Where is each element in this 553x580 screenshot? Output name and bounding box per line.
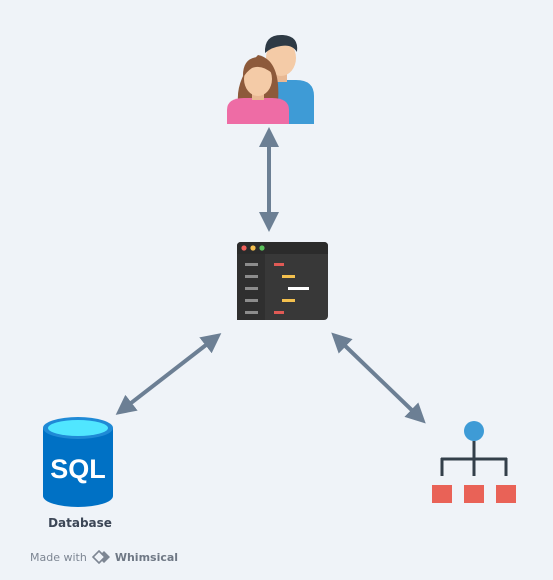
arrow-app-database — [115, 333, 222, 415]
sql-icon-text: SQL — [50, 454, 106, 484]
org-chart-icon — [432, 421, 516, 503]
arrow-app-hierarchy — [331, 332, 426, 424]
users-icon — [227, 34, 314, 124]
whimsical-brand-text: Whimsical — [114, 550, 179, 564]
database-label: Database — [48, 516, 112, 530]
code-editor-icon — [237, 242, 328, 320]
made-with-text: Made with — [30, 550, 87, 564]
whimsical-logo-icon — [91, 550, 110, 564]
made-with-whimsical-badge[interactable]: Made with Whimsical — [30, 550, 178, 564]
sql-database-icon: SQL — [43, 417, 113, 507]
